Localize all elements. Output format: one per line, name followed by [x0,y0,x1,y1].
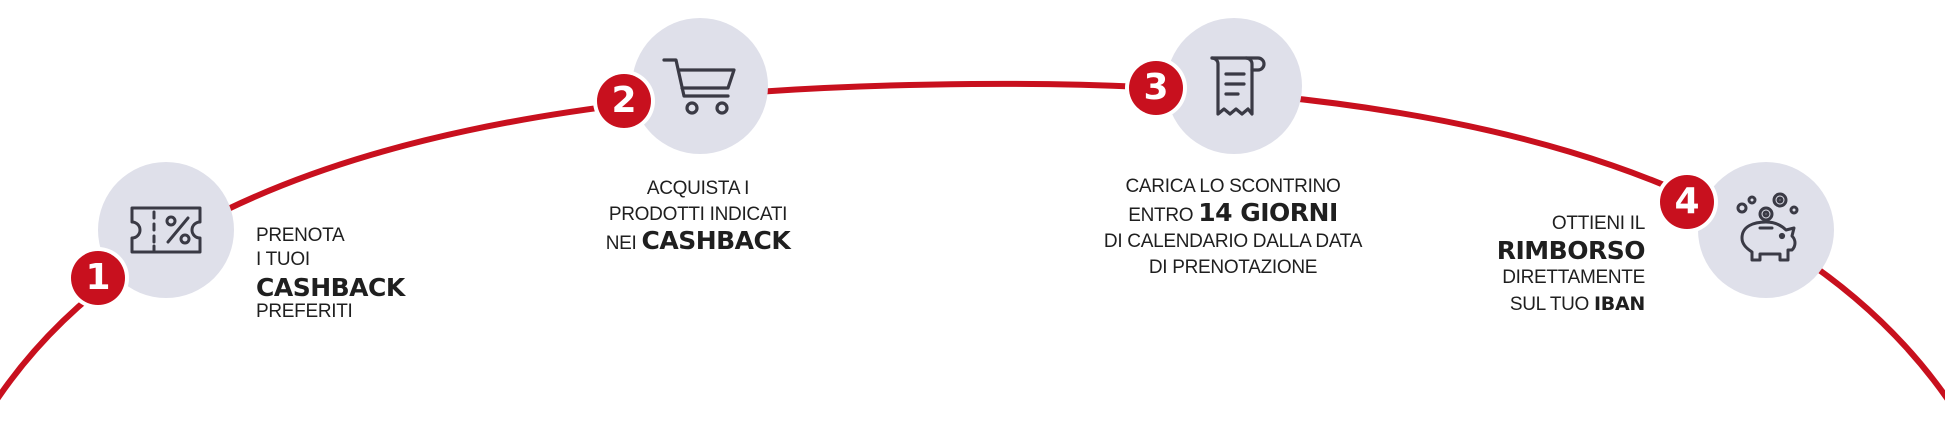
step-3-line-2: ENTRO 14 GIORNI [1088,200,1378,229]
step-2-badge: 2 [597,74,651,128]
step-1-line-2: I TUOI [256,249,310,270]
step-2-icon-circle [632,18,768,154]
step-3-line-1: CARICA LO SCONTRINO [1125,176,1341,197]
step-3-line-4: DI CALENDARIO DALLA DATA [1103,231,1363,252]
step-1-line-3: CASHBACK [256,273,405,302]
step-1-badge: 1 [71,251,125,305]
step-3-14-giorni: 14 GIORNI [1198,198,1338,227]
step-4-badge: 4 [1660,175,1714,229]
step-4-iban: IBAN [1594,293,1645,315]
step-2-caption: ACQUISTA I PRODOTTI INDICATI NEI CASHBAC… [588,176,808,257]
step-3-line-5: DI PRENOTAZIONE [1148,257,1318,278]
receipt-icon [1210,56,1266,116]
step-3-icon-circle [1166,18,1302,154]
coupon-percent-icon [130,206,202,254]
step-3-entro: ENTRO [1128,205,1194,226]
step-2-line-3: NEI CASHBACK [588,228,808,257]
step-4-line-1: OTTIENI IL [1551,213,1645,234]
step-4-line-4: SUL TUO IBAN [1420,291,1645,318]
step-2-line-1: ACQUISTA I [646,178,750,199]
step-3-badge: 3 [1129,61,1183,115]
step-1-line-4: PREFERITI [256,301,353,322]
step-2-cashback: CASHBACK [641,226,791,255]
step-1-line-1: PRENOTA [256,225,345,246]
step-1-caption: PRENOTA I TUOI CASHBACK PREFERITI [256,223,405,325]
step-4-caption: OTTIENI IL RIMBORSO DIRETTAMENTE SUL TUO… [1420,211,1646,318]
step-4-icon-circle [1698,162,1834,298]
shopping-cart-icon [662,58,736,115]
step-2-line-2: PRODOTTI INDICATI [608,204,788,225]
step-4-line-3: DIRETTAMENTE [1502,267,1645,288]
piggy-bank-coins-icon [1736,192,1799,262]
step-4-line-2: RIMBORSO [1496,236,1646,265]
step-3-caption: CARICA LO SCONTRINO ENTRO 14 GIORNI DI C… [1088,174,1378,281]
step-2-nei: NEI [605,233,637,254]
step-4-sul-tuo: SUL TUO [1509,294,1590,315]
